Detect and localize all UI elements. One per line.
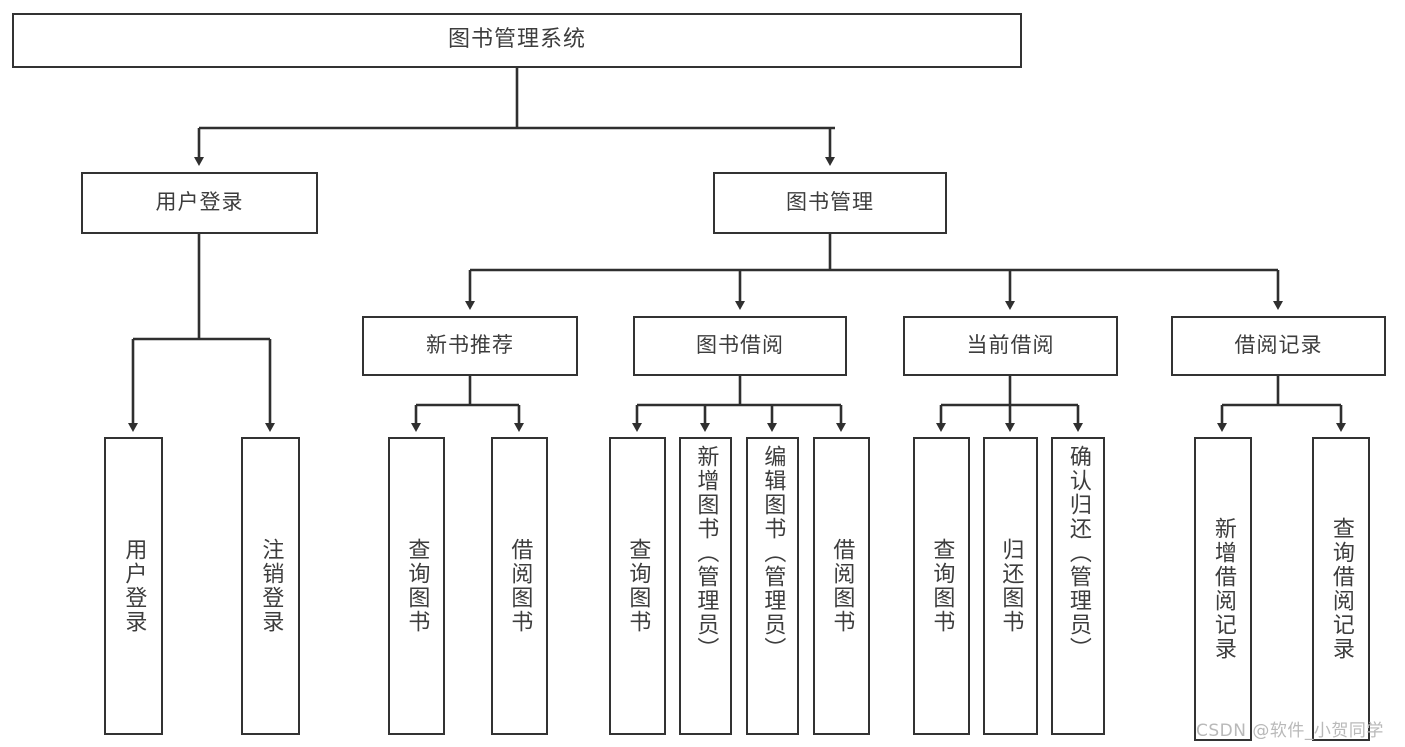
node-label: 注销登录 (258, 538, 284, 634)
node-leaf-add-record[interactable]: 新增借阅记录 (1194, 437, 1252, 741)
node-label: 图书管理系统 (447, 27, 586, 53)
node-leaf-borrow-book-1[interactable]: 借阅图书 (491, 437, 548, 735)
node-label: 查询图书 (929, 538, 955, 634)
node-current-borrow[interactable]: 当前借阅 (903, 316, 1118, 376)
watermark-text: CSDN @软件_小贺同学 (1196, 721, 1384, 741)
node-user-login[interactable]: 用户登录 (81, 172, 318, 234)
node-label: 确认归还（管理员） (1065, 445, 1091, 661)
node-leaf-confirm-return[interactable]: 确认归还（管理员） (1051, 437, 1105, 735)
node-leaf-query-book-1[interactable]: 查询图书 (388, 437, 445, 735)
node-leaf-query-record[interactable]: 查询借阅记录 (1312, 437, 1370, 741)
node-label: 用户登录 (155, 190, 244, 215)
node-new-book-recommend[interactable]: 新书推荐 (362, 316, 578, 376)
node-label: 新增图书（管理员） (693, 445, 719, 661)
node-label: 图书借阅 (696, 333, 784, 358)
node-label: 查询图书 (404, 538, 430, 634)
node-label: 新增借阅记录 (1210, 517, 1236, 661)
node-borrow-record[interactable]: 借阅记录 (1171, 316, 1386, 376)
node-label: 新书推荐 (426, 333, 514, 358)
node-label: 当前借阅 (966, 333, 1055, 358)
node-book-management-system[interactable]: 图书管理系统 (12, 13, 1022, 68)
node-label: 借阅图书 (507, 538, 533, 634)
node-leaf-user-login[interactable]: 用户登录 (104, 437, 163, 735)
node-leaf-edit-book[interactable]: 编辑图书（管理员） (746, 437, 799, 735)
node-label: 借阅图书 (829, 538, 855, 634)
node-leaf-logout-login[interactable]: 注销登录 (241, 437, 300, 735)
node-book-management[interactable]: 图书管理 (713, 172, 947, 234)
node-leaf-query-book-3[interactable]: 查询图书 (913, 437, 970, 735)
node-leaf-add-book[interactable]: 新增图书（管理员） (679, 437, 732, 735)
node-label: 编辑图书（管理员） (760, 445, 786, 661)
node-label: 归还图书 (998, 538, 1024, 634)
node-label: 图书管理 (786, 190, 874, 215)
node-book-borrow[interactable]: 图书借阅 (633, 316, 847, 376)
node-label: 用户登录 (121, 538, 147, 634)
node-label: 查询图书 (625, 538, 651, 634)
csdn-watermark: CSDN @软件_小贺同学 (1196, 716, 1384, 741)
node-label: 查询借阅记录 (1328, 517, 1354, 661)
node-label: 借阅记录 (1234, 333, 1323, 358)
node-leaf-return-book[interactable]: 归还图书 (983, 437, 1038, 735)
node-leaf-borrow-book-2[interactable]: 借阅图书 (813, 437, 870, 735)
node-leaf-query-book-2[interactable]: 查询图书 (609, 437, 666, 735)
